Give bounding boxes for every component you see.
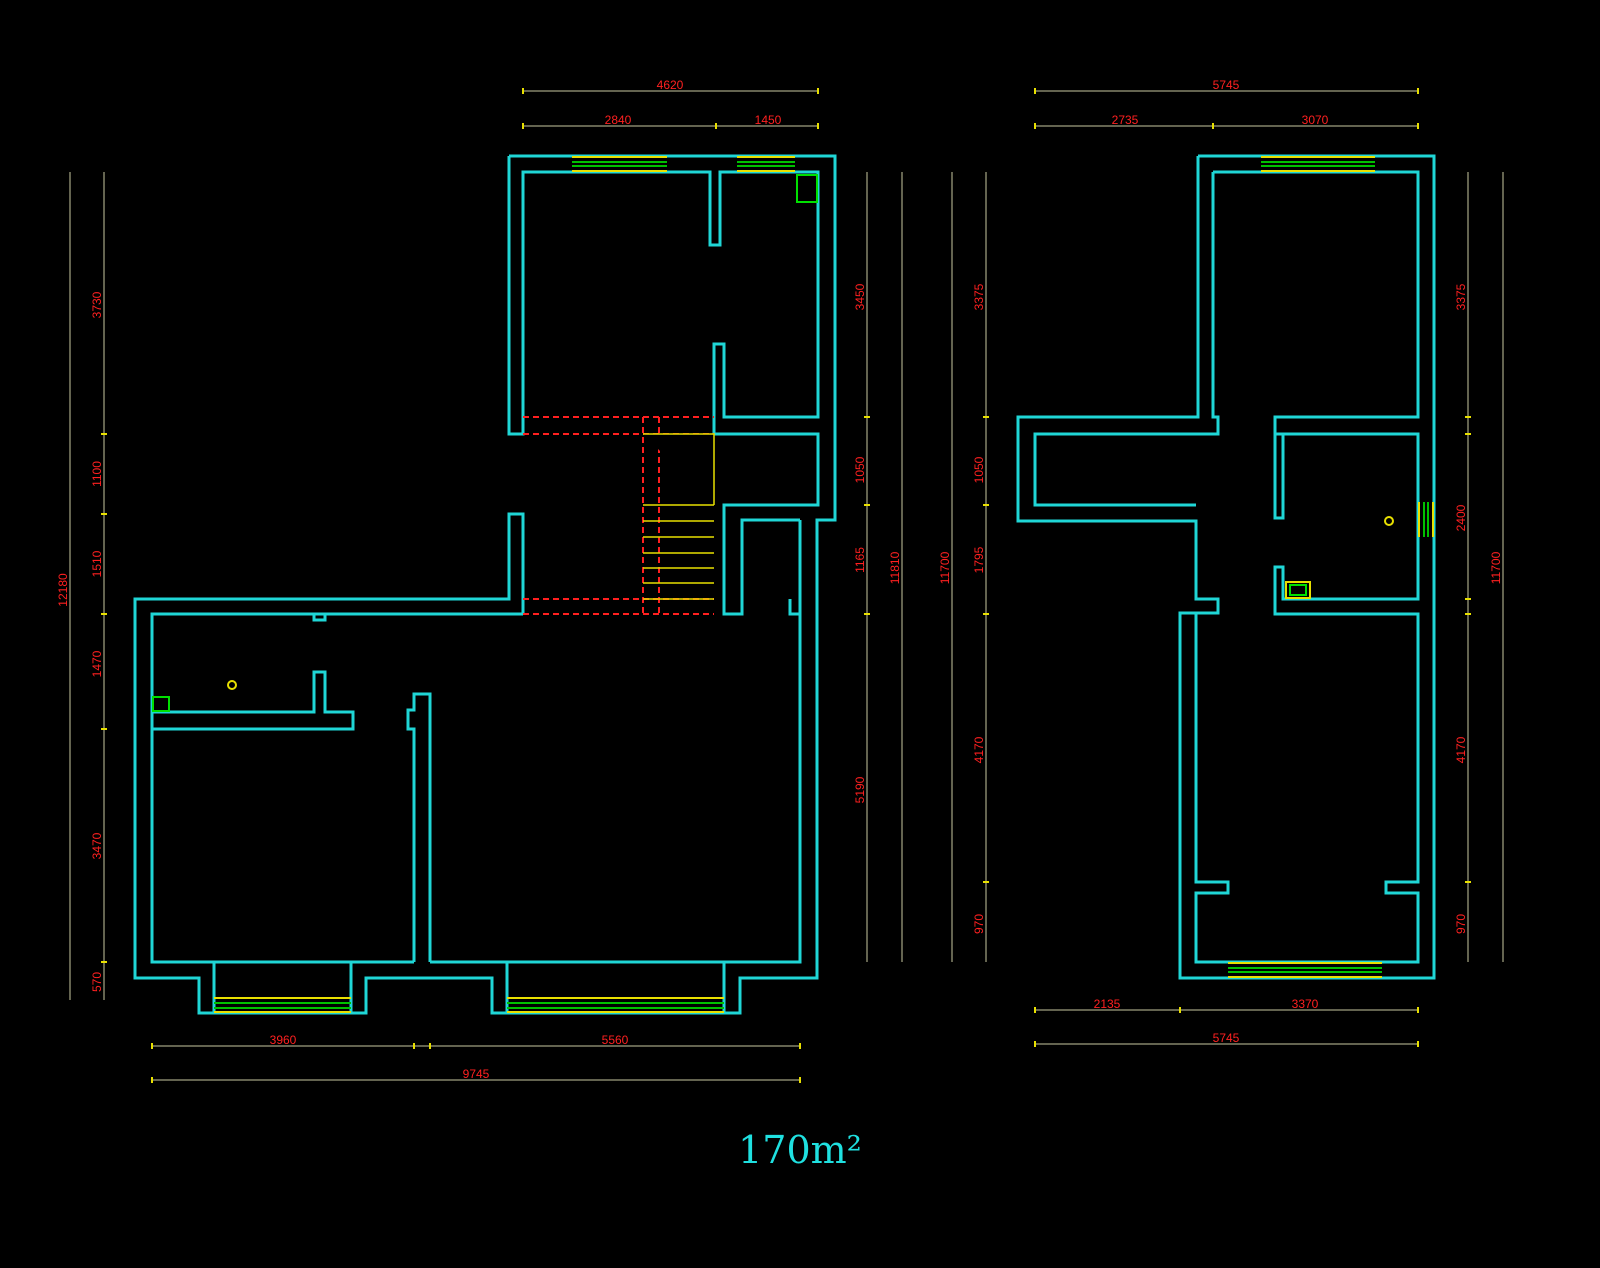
dim-label: 1050 bbox=[972, 456, 986, 483]
dim-label: 1470 bbox=[90, 650, 104, 677]
dim-label: 4170 bbox=[972, 736, 986, 763]
dim-label: 4620 bbox=[657, 78, 684, 92]
dim-label: 970 bbox=[1454, 914, 1468, 934]
dim-label: 970 bbox=[972, 914, 986, 934]
right-window-side bbox=[1418, 502, 1434, 537]
dim-label: 3070 bbox=[1302, 113, 1329, 127]
dimension-lines bbox=[69, 88, 1504, 1083]
left-floor-plan bbox=[133, 154, 837, 1015]
left-upper-room-wall bbox=[507, 156, 820, 616]
floor-drain-icon bbox=[227, 680, 237, 690]
flue-icon bbox=[796, 174, 818, 203]
dim-label: 3450 bbox=[853, 283, 867, 310]
dimension-labels: 4620 2840 1450 12180 3730 1100 1510 1470… bbox=[56, 78, 1503, 1081]
right-inner-wall bbox=[1213, 170, 1420, 520]
right-floor-plan bbox=[1016, 154, 1436, 980]
dim-label: 570 bbox=[90, 972, 104, 992]
dim-label: 4170 bbox=[1454, 736, 1468, 763]
dim-label: 1165 bbox=[853, 547, 867, 573]
dim-label: 3960 bbox=[270, 1033, 297, 1047]
area-label: 170m² bbox=[738, 1128, 862, 1172]
dim-label: 2735 bbox=[1112, 113, 1139, 127]
left-outer-wall bbox=[133, 154, 837, 1015]
right-window-top bbox=[1261, 156, 1375, 172]
dim-label: 2400 bbox=[1454, 504, 1468, 531]
floor-drain-icon bbox=[1384, 516, 1394, 526]
dim-label: 3375 bbox=[972, 283, 986, 310]
dim-label: 11700 bbox=[938, 551, 952, 584]
left-window-top-2 bbox=[737, 156, 795, 172]
dim-label: 9745 bbox=[463, 1067, 490, 1081]
dim-label: 5190 bbox=[853, 776, 867, 803]
dim-label: 1450 bbox=[755, 113, 782, 127]
dim-label: 11810 bbox=[888, 551, 902, 584]
dim-label: 3730 bbox=[90, 291, 104, 318]
flue-icon bbox=[1289, 584, 1307, 596]
left-window-top-1 bbox=[572, 156, 667, 172]
dim-label: 3470 bbox=[90, 832, 104, 859]
dim-label: 2135 bbox=[1094, 997, 1121, 1011]
left-window-bottom-2 bbox=[507, 997, 724, 1013]
dim-label: 2840 bbox=[605, 113, 632, 127]
left-window-bottom-1 bbox=[214, 997, 351, 1013]
flue-icon bbox=[152, 696, 170, 712]
dim-label: 5745 bbox=[1213, 1031, 1240, 1045]
dim-label: 1100 bbox=[90, 461, 104, 487]
flue-icon bbox=[1285, 581, 1311, 599]
dim-label: 1510 bbox=[90, 550, 104, 577]
dim-label: 3370 bbox=[1292, 997, 1319, 1011]
dim-label: 1050 bbox=[853, 456, 867, 483]
dim-label: 3375 bbox=[1454, 283, 1468, 310]
left-partition-wall bbox=[152, 670, 355, 731]
dim-label: 5560 bbox=[602, 1033, 629, 1047]
dim-label: 1795 bbox=[972, 546, 986, 573]
right-window-bottom bbox=[1228, 962, 1382, 978]
dim-label: 5745 bbox=[1213, 78, 1240, 92]
dim-label: 11700 bbox=[1489, 551, 1503, 584]
dim-label: 12180 bbox=[56, 573, 70, 607]
right-outer-wall bbox=[1016, 154, 1436, 980]
staircase bbox=[523, 416, 715, 615]
left-inner-wall bbox=[150, 612, 523, 964]
